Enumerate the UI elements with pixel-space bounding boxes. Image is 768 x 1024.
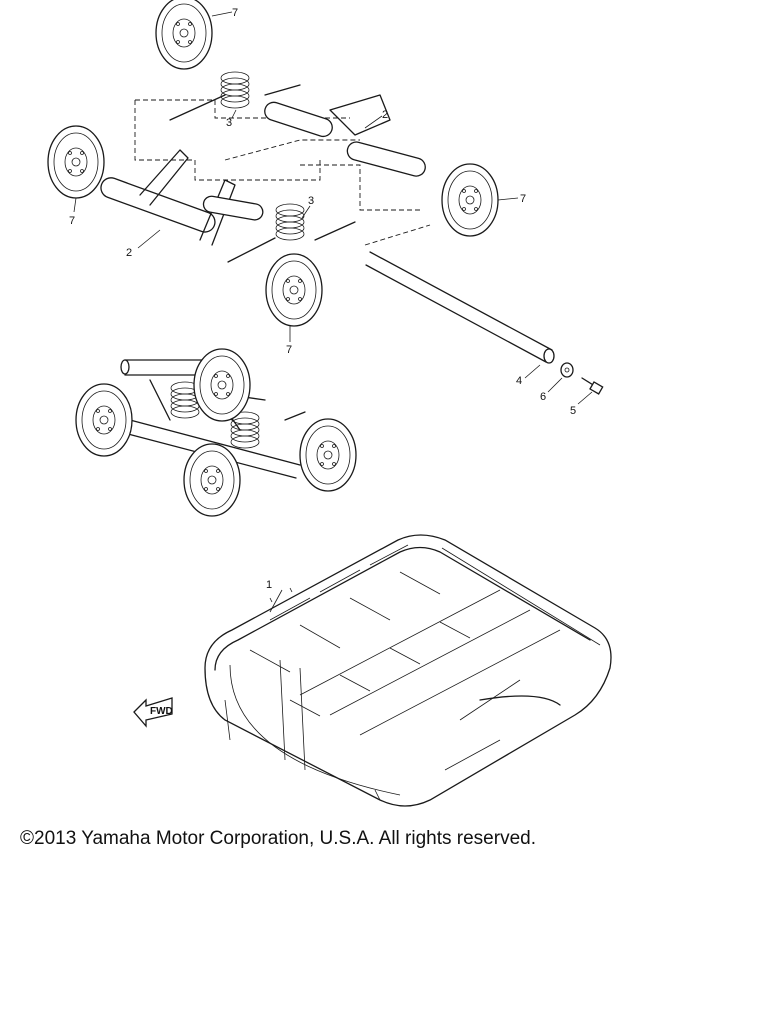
callout-4: 4 <box>516 375 522 387</box>
callout-6: 6 <box>540 391 546 403</box>
wheel-left <box>47 125 105 199</box>
callout-1: 1 <box>266 579 272 591</box>
callout-2: 2 <box>126 247 132 259</box>
spring-lower <box>275 203 305 241</box>
wheel-right <box>441 163 499 237</box>
callout-2: 2 <box>382 109 388 121</box>
callout-5: 5 <box>570 405 576 417</box>
long-shaft <box>365 251 555 364</box>
callout-3: 3 <box>308 195 314 207</box>
callout-7: 7 <box>232 7 238 19</box>
callout-3: 3 <box>226 117 232 129</box>
exploded-parts-diagram: 7 3 2 7 2 3 7 7 4 6 5 <box>47 0 612 807</box>
callout-7: 7 <box>286 344 292 356</box>
wheel-top <box>155 0 213 70</box>
forward-arrow-label: FWD <box>150 706 173 717</box>
wheel-bottom <box>265 253 323 327</box>
exploded-suspension-assembly: 7 3 2 7 2 3 7 7 4 6 5 <box>47 0 604 417</box>
upper-arm-shaft <box>169 84 426 177</box>
assembled-suspension <box>75 348 357 517</box>
copyright-notice: ©2013 Yamaha Motor Corporation, U.S.A. A… <box>20 828 536 849</box>
callout-7: 7 <box>520 193 526 205</box>
forward-arrow-icon: FWD <box>133 697 173 728</box>
bolt <box>581 377 604 395</box>
washer <box>560 362 574 378</box>
lower-arm-shaft <box>100 149 356 263</box>
spring-upper <box>220 71 250 109</box>
track-belt: 1 <box>204 534 612 807</box>
callout-7: 7 <box>69 215 75 227</box>
